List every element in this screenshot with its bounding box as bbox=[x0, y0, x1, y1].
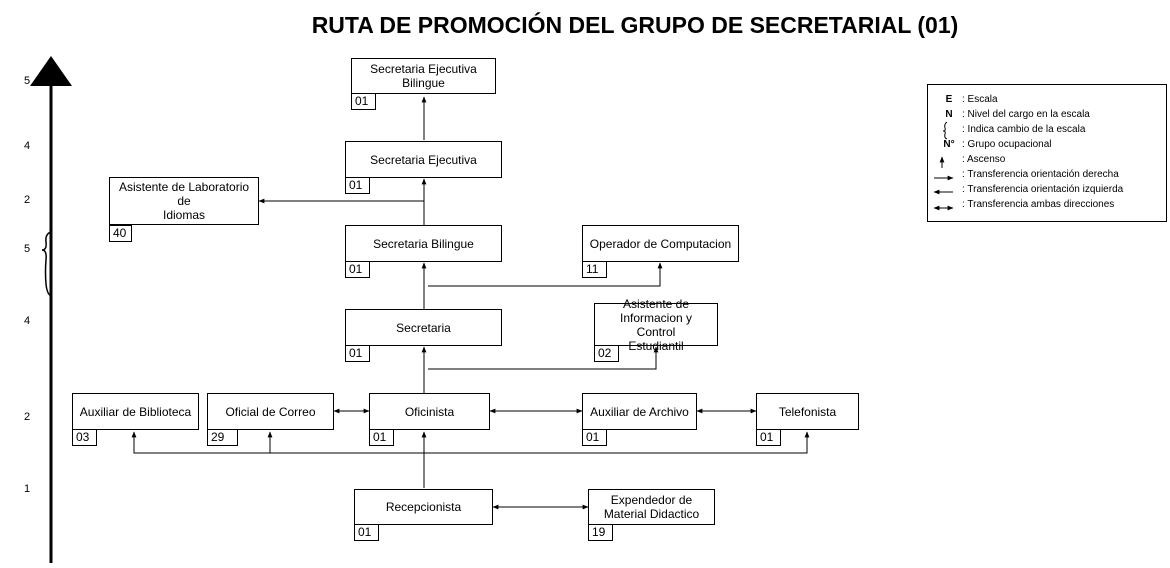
position-label: Oficial de Correo bbox=[225, 404, 316, 419]
position-box-telefonista: Telefonista bbox=[756, 393, 859, 430]
position-label: Asistente de Informacion y Control Estud… bbox=[619, 296, 693, 353]
position-box-secretaria-bilingue: Secretaria Bilingue bbox=[345, 225, 502, 262]
legend-text: : Nivel del cargo en la escala bbox=[962, 109, 1090, 120]
legend-text: : Grupo ocupacional bbox=[962, 139, 1052, 150]
legend-text: : Transferencia orientación izquierda bbox=[962, 184, 1124, 195]
position-box-auxiliar-archivo: Auxiliar de Archivo bbox=[582, 393, 697, 430]
position-label: Operador de Computacion bbox=[589, 236, 732, 251]
level-number: 1 bbox=[24, 483, 31, 495]
legend: E : Escala N : Nivel del cargo en la esc… bbox=[927, 84, 1167, 222]
scale-axis-arrowhead bbox=[30, 56, 72, 86]
position-label: Recepcionista bbox=[385, 500, 462, 514]
position-box-operador-computacion: Operador de Computacion bbox=[582, 225, 739, 262]
group-code: 40 bbox=[109, 225, 132, 242]
legend-text: : Transferencia ambas direcciones bbox=[962, 199, 1115, 210]
position-label: Secretaria Ejecutiva bbox=[370, 152, 477, 167]
position-box-secretaria: Secretaria bbox=[345, 309, 502, 346]
position-label: Expendedor de Material Didactico bbox=[603, 493, 700, 521]
level-number: 5 bbox=[24, 243, 31, 255]
position-label: Auxiliar de Archivo bbox=[590, 404, 689, 419]
legend-brace-symbol bbox=[942, 121, 948, 140]
position-box-recepcionista: Recepcionista bbox=[354, 489, 493, 525]
group-code: 01 bbox=[351, 93, 376, 110]
legend-text: : Transferencia orientación derecha bbox=[962, 169, 1119, 180]
group-code: 11 bbox=[582, 261, 607, 278]
group-code: 01 bbox=[354, 524, 379, 541]
legend-key: N° bbox=[943, 139, 955, 150]
level-number: 4 bbox=[24, 140, 31, 152]
position-box-asistente-laboratorio-idiomas: Asistente de Laboratorio de Idiomas bbox=[109, 177, 259, 225]
scale-change-brace bbox=[41, 231, 52, 297]
position-box-secretaria-ejecutiva-bilingue: Secretaria Ejecutiva Bilingue bbox=[351, 58, 496, 94]
position-box-secretaria-ejecutiva: Secretaria Ejecutiva bbox=[345, 141, 502, 178]
position-label: Telefonista bbox=[778, 404, 837, 419]
position-label: Secretaria Ejecutiva Bilingue bbox=[370, 62, 477, 90]
position-box-asistente-informacion: Asistente de Informacion y Control Estud… bbox=[594, 297, 718, 353]
group-code: 01 bbox=[582, 429, 607, 446]
position-label: Asistente de Laboratorio de Idiomas bbox=[118, 180, 250, 222]
group-code: 19 bbox=[588, 524, 613, 541]
legend-key: N bbox=[945, 109, 953, 120]
group-code: 01 bbox=[369, 429, 394, 446]
group-code: 02 bbox=[594, 345, 619, 362]
legend-text: : Indica cambio de la escala bbox=[962, 124, 1086, 135]
position-box-oficial-correo: Oficial de Correo bbox=[207, 393, 334, 430]
position-label: Secretaria bbox=[396, 320, 451, 335]
group-code: 03 bbox=[72, 429, 97, 446]
group-code: 01 bbox=[345, 261, 370, 278]
position-box-oficinista: Oficinista bbox=[369, 393, 490, 430]
level-number: 5 bbox=[24, 75, 31, 87]
group-code: 01 bbox=[345, 177, 370, 194]
position-label: Oficinista bbox=[404, 404, 455, 419]
position-box-expendedor-material: Expendedor de Material Didactico bbox=[588, 489, 715, 525]
level-number: 4 bbox=[24, 315, 31, 327]
legend-text: : Ascenso bbox=[962, 154, 1006, 165]
group-code: 01 bbox=[345, 345, 370, 362]
position-box-auxiliar-biblioteca: Auxiliar de Biblioteca bbox=[72, 393, 199, 430]
position-label: Secretaria Bilingue bbox=[373, 236, 474, 251]
position-label: Auxiliar de Biblioteca bbox=[79, 404, 192, 419]
page-title: RUTA DE PROMOCIÓN DEL GRUPO DE SECRETARI… bbox=[311, 12, 959, 38]
level-number: 2 bbox=[24, 411, 31, 423]
level-number: 2 bbox=[24, 194, 31, 206]
group-code: 01 bbox=[756, 429, 781, 446]
group-code: 29 bbox=[207, 429, 238, 446]
legend-key: E bbox=[945, 94, 953, 105]
legend-text: : Escala bbox=[962, 94, 998, 105]
